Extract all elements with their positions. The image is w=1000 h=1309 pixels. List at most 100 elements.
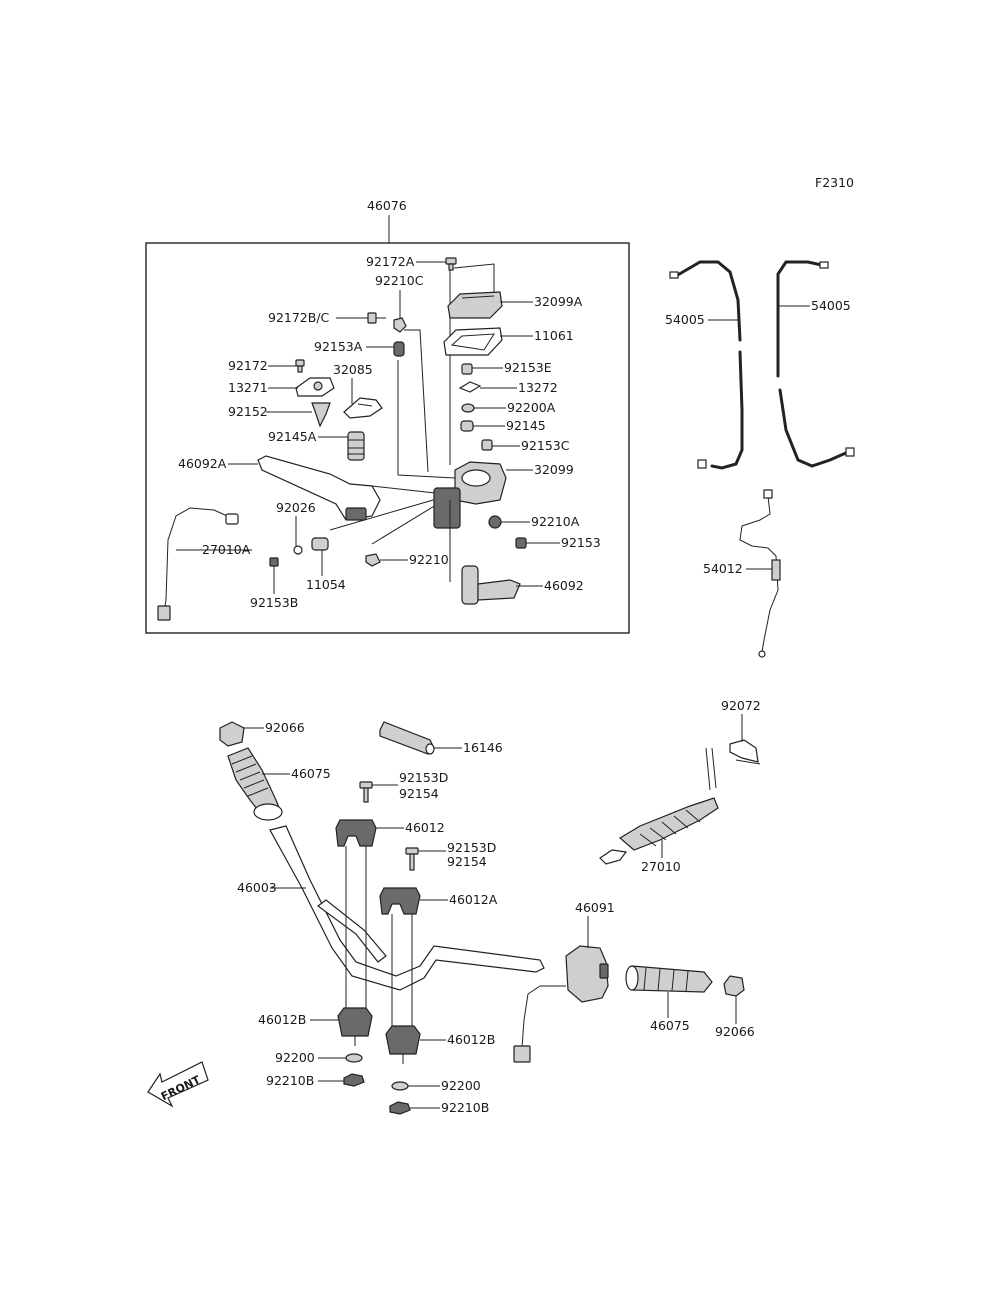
label-46012B-right: 46012B	[447, 1032, 495, 1047]
label-92152: 92152	[228, 404, 268, 419]
bolt-92153D-upper	[359, 781, 373, 803]
label-46092: 46092	[544, 578, 584, 593]
label-92072: 92072	[721, 698, 761, 713]
label-92145: 92145	[506, 418, 546, 433]
handlebar-pad	[379, 721, 435, 755]
handlebar-clamp-46012A	[379, 887, 421, 915]
callouts-upper	[176, 261, 560, 594]
label-92172: 92172	[228, 358, 268, 373]
label-11061: 11061	[534, 328, 574, 343]
label-92153A: 92153A	[314, 339, 363, 354]
part-92153C	[481, 439, 493, 451]
label-92154-lower: 92154	[447, 854, 487, 869]
label-54005-right: 54005	[811, 298, 851, 313]
label-27010: 27010	[641, 859, 681, 874]
label-92026: 92026	[276, 500, 316, 515]
label-92153D-upper: 92153D	[399, 770, 448, 785]
label-92210A: 92210A	[531, 514, 580, 529]
diagram-code: F2310	[815, 175, 854, 190]
label-13271: 13271	[228, 380, 268, 395]
throttle-housing-27010	[599, 747, 719, 865]
alignment-line	[371, 504, 437, 545]
master-cylinder-assembly-frame	[145, 242, 630, 634]
label-46075-right: 46075	[650, 1018, 690, 1033]
nut-92210B-left	[343, 1073, 365, 1087]
callouts-lower	[244, 714, 743, 1109]
switch-cable-27010A	[157, 507, 239, 621]
label-32099A: 32099A	[534, 294, 583, 309]
part-92026	[293, 545, 303, 555]
part-92153B	[269, 557, 279, 567]
bolt-92153D-lower	[405, 847, 419, 871]
throttle-cable-54005-right	[776, 260, 855, 468]
alignment-line	[397, 360, 456, 479]
label-32099: 32099	[534, 462, 574, 477]
part-92153E	[461, 363, 473, 375]
label-46075-left: 46075	[291, 766, 331, 781]
lever-46092	[461, 565, 521, 605]
alignment-line	[453, 263, 495, 292]
bolt-92172BC	[367, 312, 386, 324]
label-32085: 32085	[333, 362, 373, 377]
bar-end-weight-right	[723, 975, 745, 997]
label-92210B-right: 92210B	[441, 1100, 489, 1115]
label-46012B-left: 46012B	[258, 1012, 306, 1027]
label-92153B: 92153B	[250, 595, 298, 610]
handlebar-clamp-46012	[335, 819, 377, 847]
part-92200A	[461, 403, 475, 413]
front-direction-arrow: FRONT	[147, 1061, 209, 1108]
nut-92210B-right	[389, 1101, 411, 1115]
label-11054: 11054	[306, 577, 346, 592]
grip-left	[227, 747, 283, 821]
label-92154-upper: 92154	[399, 786, 439, 801]
alignment-line	[371, 485, 436, 494]
lower-clamp-46012B-left	[337, 1007, 373, 1046]
label-92172A: 92172A	[366, 254, 415, 269]
label-92210: 92210	[409, 552, 449, 567]
cable-clip-92072	[729, 739, 761, 765]
label-92153: 92153	[561, 535, 601, 550]
screw-92172	[295, 359, 305, 373]
clamp-13271	[295, 377, 335, 397]
label-92210B-left: 92210B	[266, 1073, 314, 1088]
handlebar-46003	[269, 825, 545, 991]
label-92153E: 92153E	[504, 360, 552, 375]
label-92172BC: 92172B/C	[268, 310, 330, 325]
part-92152	[311, 402, 331, 428]
label-46012: 46012	[405, 820, 445, 835]
pin-92153A	[393, 341, 405, 357]
nut-92210C	[393, 317, 407, 333]
alignment-line	[404, 329, 429, 473]
switch-housing-46091	[513, 945, 609, 1063]
label-54005-left: 54005	[665, 312, 705, 327]
label-92210C: 92210C	[375, 273, 424, 288]
label-46091: 46091	[575, 900, 615, 915]
label-92066-right: 92066	[715, 1024, 755, 1039]
washer-92200-left	[345, 1053, 363, 1063]
grip-right	[625, 965, 713, 993]
assembly-label: 46076	[367, 198, 407, 213]
bolt-92153	[515, 537, 527, 549]
lower-clamp-46012B-right	[385, 1025, 421, 1064]
label-92200-left: 92200	[275, 1050, 315, 1065]
label-92145A: 92145A	[268, 429, 317, 444]
part-11054	[311, 537, 329, 551]
master-cylinder-body	[433, 461, 507, 529]
label-46092A: 46092A	[178, 456, 227, 471]
throttle-cable-54005-left	[669, 260, 744, 470]
part-92145	[460, 420, 474, 432]
choke-cable-54012	[739, 489, 781, 658]
diaphragm-plate	[443, 327, 503, 356]
alignment-line	[329, 497, 441, 531]
nut-92210	[365, 553, 381, 567]
label-27010A: 27010A	[202, 542, 251, 557]
label-92066-left: 92066	[265, 720, 305, 735]
fitting-92210A	[488, 515, 502, 529]
label-13272: 13272	[518, 380, 558, 395]
label-92153C: 92153C	[521, 438, 570, 453]
screw-92172A	[445, 257, 457, 271]
part-13272	[458, 381, 482, 393]
label-92153D-lower: 92153D	[447, 840, 496, 855]
washer-92200-right	[391, 1081, 409, 1091]
